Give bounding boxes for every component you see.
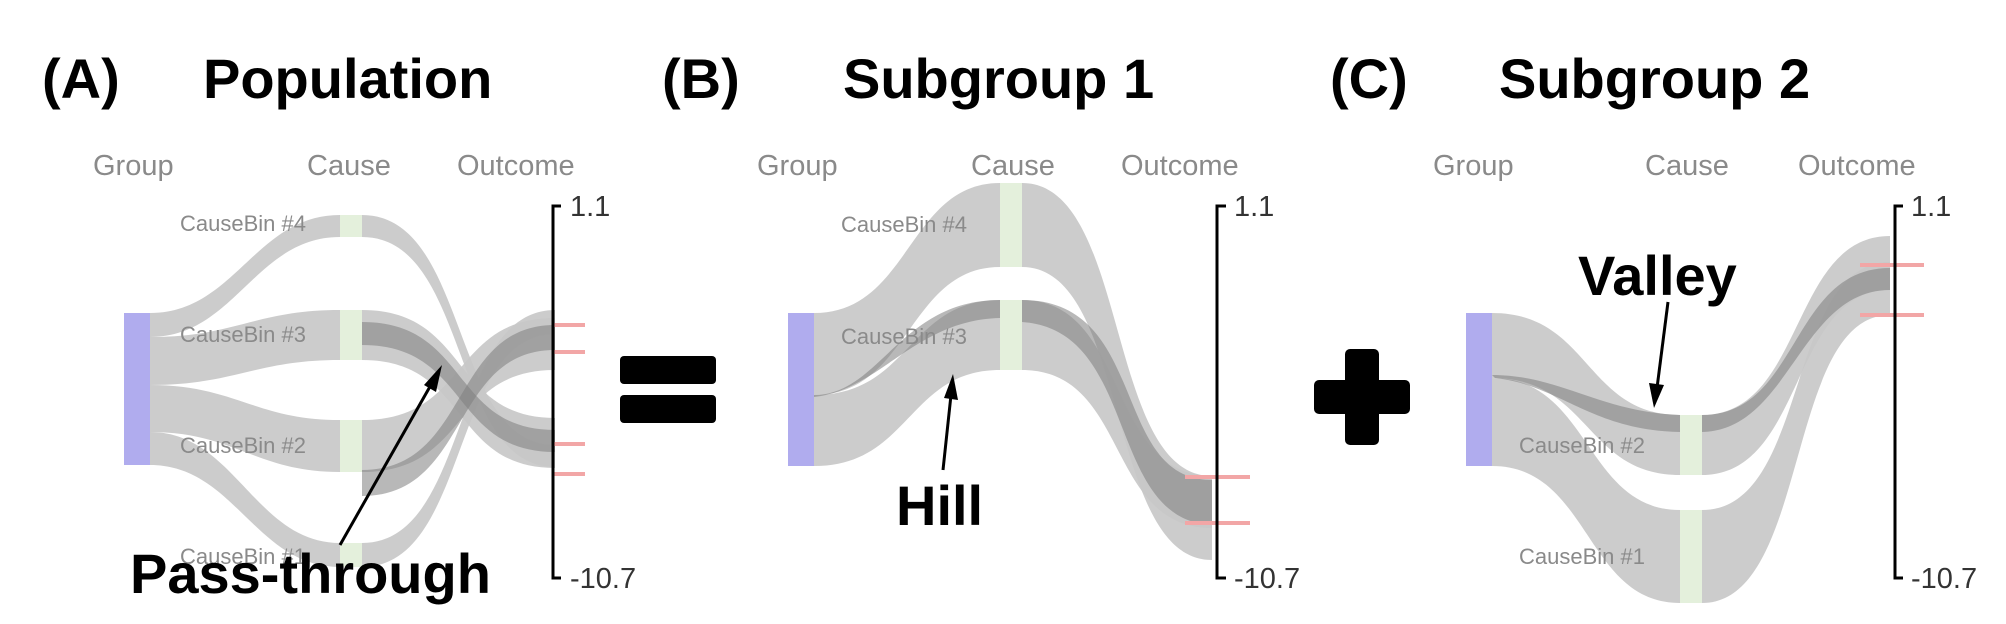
panel-c-arrowhead-icon	[1649, 383, 1664, 408]
panel-a-flow-bin1-outcome	[362, 310, 555, 567]
panel-a-flow-bin4-outcome	[362, 215, 555, 467]
panel-a-arrowhead-icon	[424, 365, 442, 392]
equals-sign-icon	[620, 356, 716, 423]
panel-b-flow-group-bin4	[814, 183, 1000, 395]
panel-a-flow-group-bin4	[150, 215, 340, 337]
panel-a-cause-bar-bin4	[340, 215, 362, 237]
panel-b-letter: (B)	[662, 47, 740, 110]
panel-c-bin-label-1: CauseBin #1	[1519, 544, 1645, 569]
panel-c-flow-group-bin1	[1492, 378, 1680, 603]
panel-b-bin-label-3: CauseBin #3	[841, 324, 967, 349]
panel-b-axis-max: 1.1	[1234, 191, 1274, 223]
panel-b-cause-header: Cause	[971, 150, 1055, 182]
panel-a-bin-label-4: CauseBin #4	[180, 211, 306, 236]
panel-c-outcome-axis	[1893, 204, 1903, 580]
panel-a-group-header: Group	[93, 150, 174, 182]
panel-c-cause-header: Cause	[1645, 150, 1729, 182]
panel-a-cause-bar-bin1	[340, 543, 362, 567]
panel-a-flow-group-bin3	[150, 310, 340, 385]
panel-a-group-bar	[124, 313, 150, 465]
panel-a-axis-max: 1.1	[570, 191, 610, 223]
panel-a-bin-label-3: CauseBin #3	[180, 322, 306, 347]
panel-c-bin-label-2: CauseBin #2	[1519, 433, 1645, 458]
panel-b-flow-dark-in	[814, 300, 1000, 397]
panel-c-title: Subgroup 2	[1499, 47, 1810, 110]
panel-c-axis-max: 1.1	[1911, 191, 1951, 223]
panel-a-flow-group-bin2	[150, 385, 340, 472]
panel-c-outcome-header: Outcome	[1798, 150, 1916, 182]
panel-c-cause-bar-bin1	[1680, 510, 1702, 603]
panel-c-letter: (C)	[1330, 47, 1408, 110]
panel-a-cause-bar-bin3	[340, 310, 362, 360]
panel-b-title: Subgroup 1	[843, 47, 1154, 110]
panel-c-annotation-arrow	[1655, 301, 1670, 389]
panel-a-flow-group-bin1	[150, 432, 340, 567]
panel-a-bin-label-1: CauseBin #1	[180, 544, 306, 569]
panel-a-title: Population	[203, 47, 492, 110]
panel-b-flow-dark-out	[1022, 300, 1212, 525]
panel-b-annotation: Hill	[896, 474, 983, 537]
panel-b: (B) Subgroup 1 Group Cause Outcome Cause…	[662, 47, 1300, 595]
panel-a-annotation-arrow	[338, 382, 434, 546]
panel-a-flow-crossing-dark	[362, 325, 555, 496]
panel-c-flow-group-bin2	[1492, 313, 1680, 475]
panel-c-group-bar	[1466, 313, 1492, 466]
panel-c-group-header: Group	[1433, 150, 1514, 182]
panel-c-flow-dark-out	[1702, 268, 1890, 432]
panel-c: (C) Subgroup 2 Group Cause Outcome Cause…	[1330, 47, 1977, 603]
panel-c-flow-dark-in	[1492, 375, 1680, 432]
panel-a-outcome-axis	[551, 204, 561, 580]
panel-a-outcome-header: Outcome	[457, 150, 575, 182]
panel-a-axis-min: -10.7	[570, 563, 636, 595]
panel-b-cause-bar-bin4	[1000, 183, 1022, 267]
panel-b-outcome-axis	[1215, 204, 1226, 580]
panel-b-bin-label-4: CauseBin #4	[841, 212, 967, 237]
panel-c-flow-bin1-outcome	[1702, 262, 1890, 603]
panel-a-flow-crossing-dark-2	[362, 322, 555, 452]
panel-b-group-bar	[788, 313, 814, 466]
panel-b-outcome-header: Outcome	[1121, 150, 1239, 182]
panel-c-axis-min: -10.7	[1911, 563, 1977, 595]
panel-b-flow-group-bin3	[814, 300, 1000, 466]
panel-a-cause-header: Cause	[307, 150, 391, 182]
panel-b-arrowhead-icon	[944, 374, 958, 400]
panel-a-bin-label-2: CauseBin #2	[180, 433, 306, 458]
panel-b-cause-bar-bin3	[1000, 300, 1022, 370]
panel-a-letter: (A)	[42, 47, 120, 110]
panel-a-annotation: Pass-through	[130, 542, 491, 605]
panel-c-cause-bar-bin2	[1680, 415, 1702, 475]
plus-sign-icon	[1314, 349, 1410, 445]
panel-a-cause-bar-bin2	[340, 420, 362, 472]
panel-c-annotation: Valley	[1578, 244, 1737, 307]
panel-b-annotation-arrow	[941, 394, 953, 471]
panel-b-axis-min: -10.7	[1234, 563, 1300, 595]
panel-a: (A) Population Group Cause Outcome Cause…	[42, 47, 636, 605]
panel-b-group-header: Group	[757, 150, 838, 182]
